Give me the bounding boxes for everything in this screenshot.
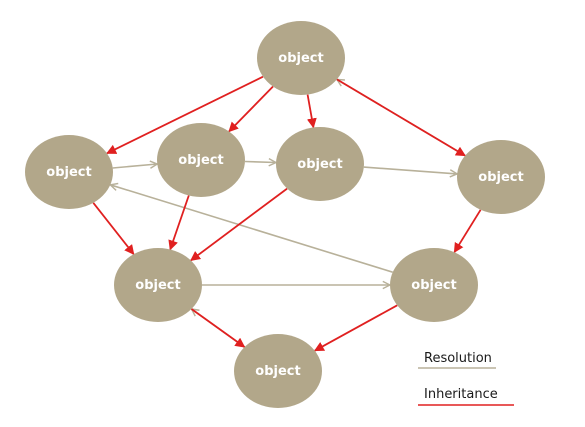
inheritance-edge-center_left-to-lower_left — [168, 195, 190, 251]
nodes-layer: object object object object object object obje… — [25, 21, 545, 408]
inheritance-edge-lower_left-to-bottom — [190, 308, 246, 348]
object-node-label: object — [178, 153, 223, 168]
object-node-label: object — [135, 278, 180, 293]
legend-inheritance-label: Inheritance — [424, 387, 498, 402]
object-node-label: object — [297, 157, 342, 172]
object-node-top[interactable]: object — [257, 21, 345, 95]
inheritance-edge-lower_right-to-bottom — [313, 304, 398, 352]
inheritance-edge-top-to-right — [336, 78, 466, 157]
object-node-center[interactable]: object — [276, 127, 364, 201]
inheritance-edge-right-to-lower_right — [453, 209, 482, 254]
resolution-edge-lower_right-to-left — [110, 185, 393, 273]
object-node-shape — [390, 248, 478, 322]
inheritance-edge-top-to-center_left — [228, 85, 274, 133]
inheritance-edge-center-to-lower_left — [190, 187, 288, 262]
inheritance-edge-left-to-lower_left — [92, 202, 135, 255]
object-node-shape — [257, 21, 345, 95]
object-node-label: object — [255, 364, 300, 379]
object-node-label: object — [46, 165, 91, 180]
legend: Resolution Inheritance — [418, 351, 514, 406]
object-node-label: object — [411, 278, 456, 293]
object-node-center_left[interactable]: object — [157, 123, 245, 197]
object-node-shape — [276, 127, 364, 201]
object-node-left[interactable]: object — [25, 135, 113, 209]
object-node-shape — [114, 248, 202, 322]
object-node-shape — [25, 135, 113, 209]
object-node-label: object — [278, 51, 323, 66]
edges-layer — [92, 75, 482, 352]
legend-resolution-label: Resolution — [424, 351, 492, 366]
resolution-edge-left-to-center_left — [112, 164, 158, 168]
inheritance-edge-top-to-center — [306, 94, 317, 129]
resolution-edge-center-to-right — [363, 166, 457, 174]
resolution-edge-center_left-to-center — [244, 162, 276, 163]
object-node-shape — [234, 334, 322, 408]
object-node-shape — [457, 140, 545, 214]
object-node-bottom[interactable]: object — [234, 334, 322, 408]
inheritance-edge-top-to-left — [106, 75, 264, 155]
object-node-lower_right[interactable]: object — [390, 248, 478, 322]
object-node-lower_left[interactable]: object — [114, 248, 202, 322]
object-node-label: object — [478, 170, 523, 185]
object-node-shape — [157, 123, 245, 197]
object-node-right[interactable]: object — [457, 140, 545, 214]
